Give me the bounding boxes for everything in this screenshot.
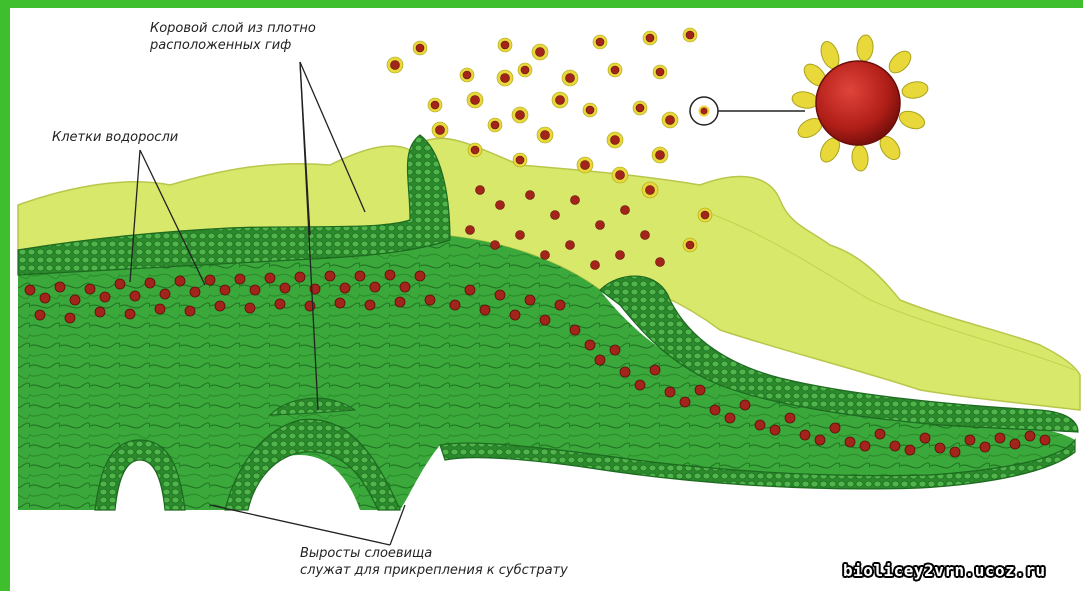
label-algae: Клетки водоросли — [52, 129, 178, 146]
label-outgrowths-line2: служат для прикрепления к субстрату — [300, 562, 568, 579]
label-outgrowths-line1: Выросты слоевища — [300, 545, 568, 562]
label-cortex-line2: расположенных гиф — [150, 37, 316, 54]
magnified-algae-cell — [791, 34, 929, 171]
watermark: biolicey2vrn.ucoz.ru — [843, 561, 1046, 580]
label-cortex: Коровой слой из плотно расположенных гиф — [150, 20, 316, 54]
label-outgrowths: Выросты слоевища служат для прикрепления… — [300, 545, 568, 579]
label-cortex-line1: Коровой слой из плотно — [150, 20, 316, 37]
